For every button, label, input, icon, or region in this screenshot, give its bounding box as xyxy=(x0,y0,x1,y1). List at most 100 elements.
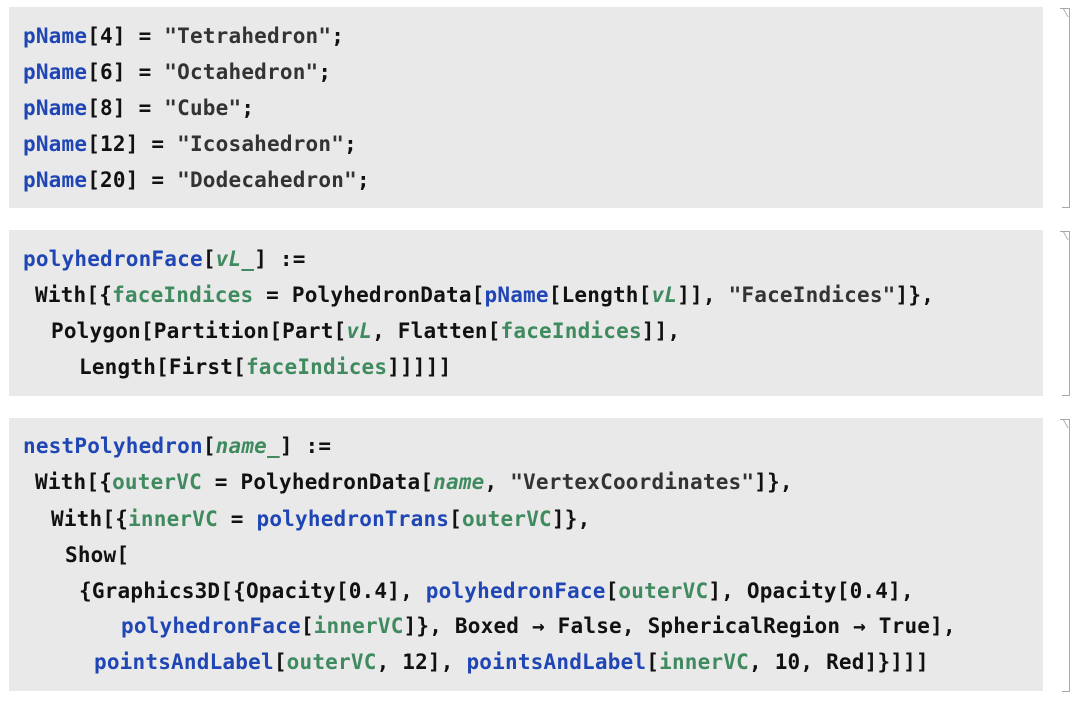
code-token: With[{ xyxy=(51,507,129,531)
code-token: "Tetrahedron" xyxy=(164,24,332,48)
code-token: "VertexCoordinates" xyxy=(510,470,755,494)
code-token: [ xyxy=(605,579,619,603)
code-token: nestPolyhedron xyxy=(23,434,203,458)
code-token: innerVC xyxy=(313,614,404,638)
code-line: pointsAndLabel[outerVC, 12], pointsAndLa… xyxy=(94,650,929,674)
code-token: ; xyxy=(241,96,255,120)
code-token: ]}, xyxy=(551,507,591,531)
code-line: With[{outerVC = PolyhedronData[name, "Ve… xyxy=(35,470,793,494)
bracket-cap-icon xyxy=(1060,419,1070,420)
code-line: nestPolyhedron[name_] := xyxy=(23,434,331,458)
code-token: vL xyxy=(346,319,373,343)
code-token: "Octahedron" xyxy=(164,60,319,84)
code-token: outerVC xyxy=(618,579,709,603)
code-token: [ xyxy=(449,507,462,531)
code-token: vL_ xyxy=(215,247,255,271)
code-token: [4] = xyxy=(87,24,165,48)
code-token: Show[ xyxy=(65,543,130,567)
cell-bracket-1[interactable] xyxy=(1060,8,1074,208)
code-token: pName xyxy=(23,132,88,156)
code-token: ]}, Boxed → False, SphericalRegion → Tru… xyxy=(403,614,956,638)
code-token: faceIndices xyxy=(500,319,642,343)
code-line: Length[First[faceIndices]]]]] xyxy=(79,355,451,379)
code-token: "Icosahedron" xyxy=(177,132,345,156)
code-token: pointsAndLabel xyxy=(94,650,274,674)
code-token: ]}, xyxy=(754,470,793,494)
code-token: innerVC xyxy=(128,507,218,531)
code-token: [20] = xyxy=(87,168,178,192)
code-token: [ xyxy=(300,614,314,638)
code-token: , xyxy=(484,470,511,494)
code-token: = PolyhedronData[ xyxy=(201,470,434,494)
code-token: Length[First[ xyxy=(79,355,246,379)
code-token: = xyxy=(217,507,257,531)
code-line: Polygon[Partition[Part[vL, Flatten[faceI… xyxy=(51,319,680,343)
code-token: [ xyxy=(202,247,216,271)
code-token: vL xyxy=(651,283,678,307)
code-line: pName[20] = "Dodecahedron"; xyxy=(23,168,370,192)
code-line: pName[12] = "Icosahedron"; xyxy=(23,132,357,156)
code-token: {Graphics3D[{Opacity[0.4], xyxy=(79,579,426,603)
code-token: faceIndices xyxy=(245,355,388,379)
code-token: "FaceIndices" xyxy=(728,283,896,307)
code-token: ; xyxy=(344,132,357,156)
code-token: pName xyxy=(484,283,549,307)
cell-bracket-3[interactable] xyxy=(1060,419,1074,692)
input-cell-pname-definitions[interactable]: pName[4] = "Tetrahedron";pName[6] = "Oct… xyxy=(9,7,1043,208)
code-token: = PolyhedronData[ xyxy=(253,283,485,307)
code-token: ]], xyxy=(677,283,729,307)
code-line: pName[8] = "Cube"; xyxy=(23,96,254,120)
input-cell-nest-polyhedron[interactable]: nestPolyhedron[name_] :=With[{outerVC = … xyxy=(9,418,1043,691)
code-line: pName[6] = "Octahedron"; xyxy=(23,60,331,84)
code-token: Polygon[Partition[Part[ xyxy=(51,319,347,343)
code-token: ]], xyxy=(641,319,681,343)
bracket-cap-icon xyxy=(1060,8,1070,9)
code-line: With[{innerVC = polyhedronTrans[outerVC]… xyxy=(51,507,590,531)
code-token: outerVC xyxy=(462,507,552,531)
code-token: polyhedronFace xyxy=(425,579,606,603)
code-line: polyhedronFace[vL_] := xyxy=(23,247,306,271)
code-token: polyhedronFace xyxy=(23,247,203,271)
code-token: name xyxy=(433,470,485,494)
code-token: pName xyxy=(23,96,88,120)
code-token: [ xyxy=(646,650,660,674)
code-line: With[{faceIndices = PolyhedronData[pName… xyxy=(35,283,934,307)
code-line: {Graphics3D[{Opacity[0.4], polyhedronFac… xyxy=(79,579,914,603)
code-token: pName xyxy=(23,168,88,192)
code-token: ; xyxy=(331,24,345,48)
code-token: With[{ xyxy=(35,283,113,307)
code-token: With[{ xyxy=(35,470,113,494)
code-token: outerVC xyxy=(112,470,202,494)
code-token: polyhedronTrans xyxy=(256,507,450,531)
code-token: innerVC xyxy=(659,650,750,674)
code-token: "Cube" xyxy=(164,96,242,120)
bracket-cap-icon xyxy=(1060,231,1070,232)
input-cell-polyhedron-face[interactable]: polyhedronFace[vL_] := With[{faceIndices … xyxy=(9,230,1043,396)
code-token: ], Opacity[0.4], xyxy=(708,579,914,603)
code-token: ; xyxy=(318,60,332,84)
code-token: name_ xyxy=(215,434,280,458)
cell-bracket-2[interactable] xyxy=(1060,231,1074,396)
bracket-mark-icon xyxy=(1062,8,1069,17)
code-token: outerVC xyxy=(286,650,377,674)
code-token: , 12], xyxy=(376,650,467,674)
code-token: "Dodecahedron" xyxy=(177,168,357,192)
bracket-mark-icon xyxy=(1062,231,1069,240)
code-token: , Flatten[ xyxy=(372,319,501,343)
code-token: [12] = xyxy=(87,132,178,156)
code-token: faceIndices xyxy=(112,283,254,307)
code-token: , 10, Red]}]]] xyxy=(749,650,929,674)
bracket-mark-icon xyxy=(1062,419,1069,428)
code-token: [8] = xyxy=(87,96,165,120)
code-token: ]]]]] xyxy=(387,355,452,379)
code-token: ]}, xyxy=(895,283,935,307)
code-token: pName xyxy=(23,24,88,48)
code-line: pName[4] = "Tetrahedron"; xyxy=(23,24,344,48)
code-token: pointsAndLabel xyxy=(466,650,647,674)
code-line: polyhedronFace[innerVC]}, Boxed → False,… xyxy=(121,614,956,638)
code-token: [ xyxy=(202,434,216,458)
code-token: [Length[ xyxy=(548,283,652,307)
code-token: [ xyxy=(273,650,287,674)
code-token: polyhedronFace xyxy=(121,614,301,638)
code-token: [6] = xyxy=(87,60,165,84)
